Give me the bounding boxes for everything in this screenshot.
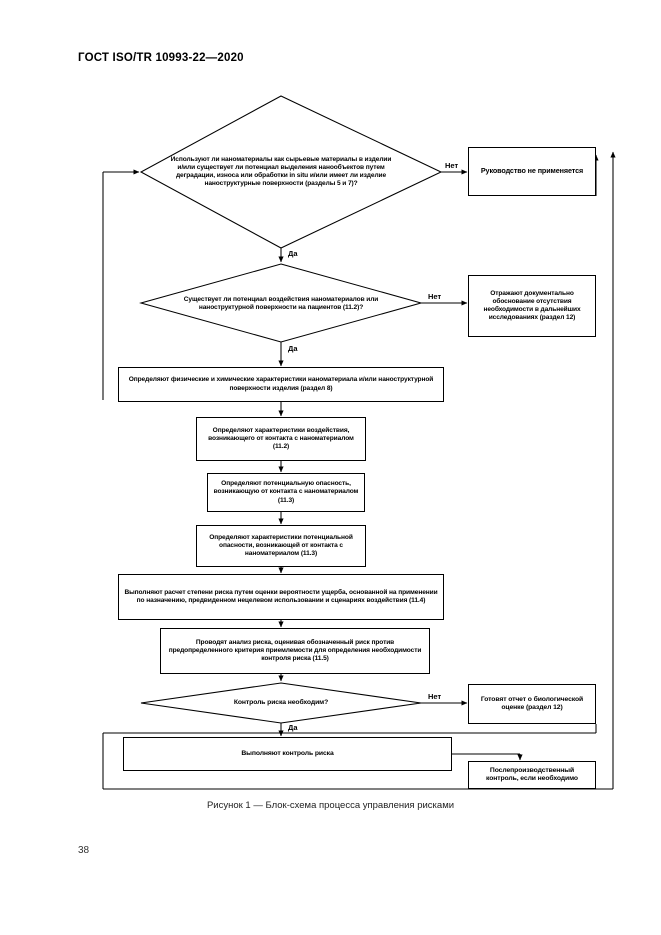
edge-label-d3-yes: Да: [287, 723, 299, 732]
edge-label-d3-no: Нет: [427, 692, 443, 701]
edge-label-d1-yes: Да: [287, 249, 299, 258]
process-node-characterize-exposure[interactable]: Определяют характеристики воздействия, в…: [196, 417, 366, 461]
figure-caption: Рисунок 1 — Блок-схема процесса управлен…: [206, 800, 455, 811]
process-node-identify-hazard[interactable]: Определяют потенциальную опасность, возн…: [207, 473, 365, 512]
edge-label-d2-no: Нет: [427, 292, 443, 301]
page-number: 38: [78, 845, 90, 856]
process-node-characterize-hazard[interactable]: Определяют характеристики потенциальной …: [196, 525, 366, 567]
process-node-characterize-physchem[interactable]: Определяют физические и химические харак…: [118, 367, 444, 402]
process-node-document-justification[interactable]: Отражают документально обоснование отсут…: [468, 275, 596, 337]
process-node-post-production-control[interactable]: Послепроизводственный контроль, если нео…: [468, 761, 596, 789]
process-node-risk-analysis[interactable]: Проводят анализ риска, оценивая обозначе…: [160, 628, 430, 674]
process-node-estimate-risk[interactable]: Выполняют расчет степени риска путем оце…: [118, 574, 444, 620]
document-header: ГОСТ ISO/TR 10993-22—2020: [78, 52, 244, 64]
process-node-biological-evaluation-report[interactable]: Готовят отчет о биологической оценке (ра…: [468, 684, 596, 724]
process-node-perform-risk-control[interactable]: Выполняют контроль риска: [123, 737, 452, 771]
edge-label-d2-yes: Да: [287, 344, 299, 353]
process-node-guidance-not-applicable[interactable]: Руководство не применяется: [468, 147, 596, 196]
edge-label-d1-no: Нет: [444, 161, 460, 170]
